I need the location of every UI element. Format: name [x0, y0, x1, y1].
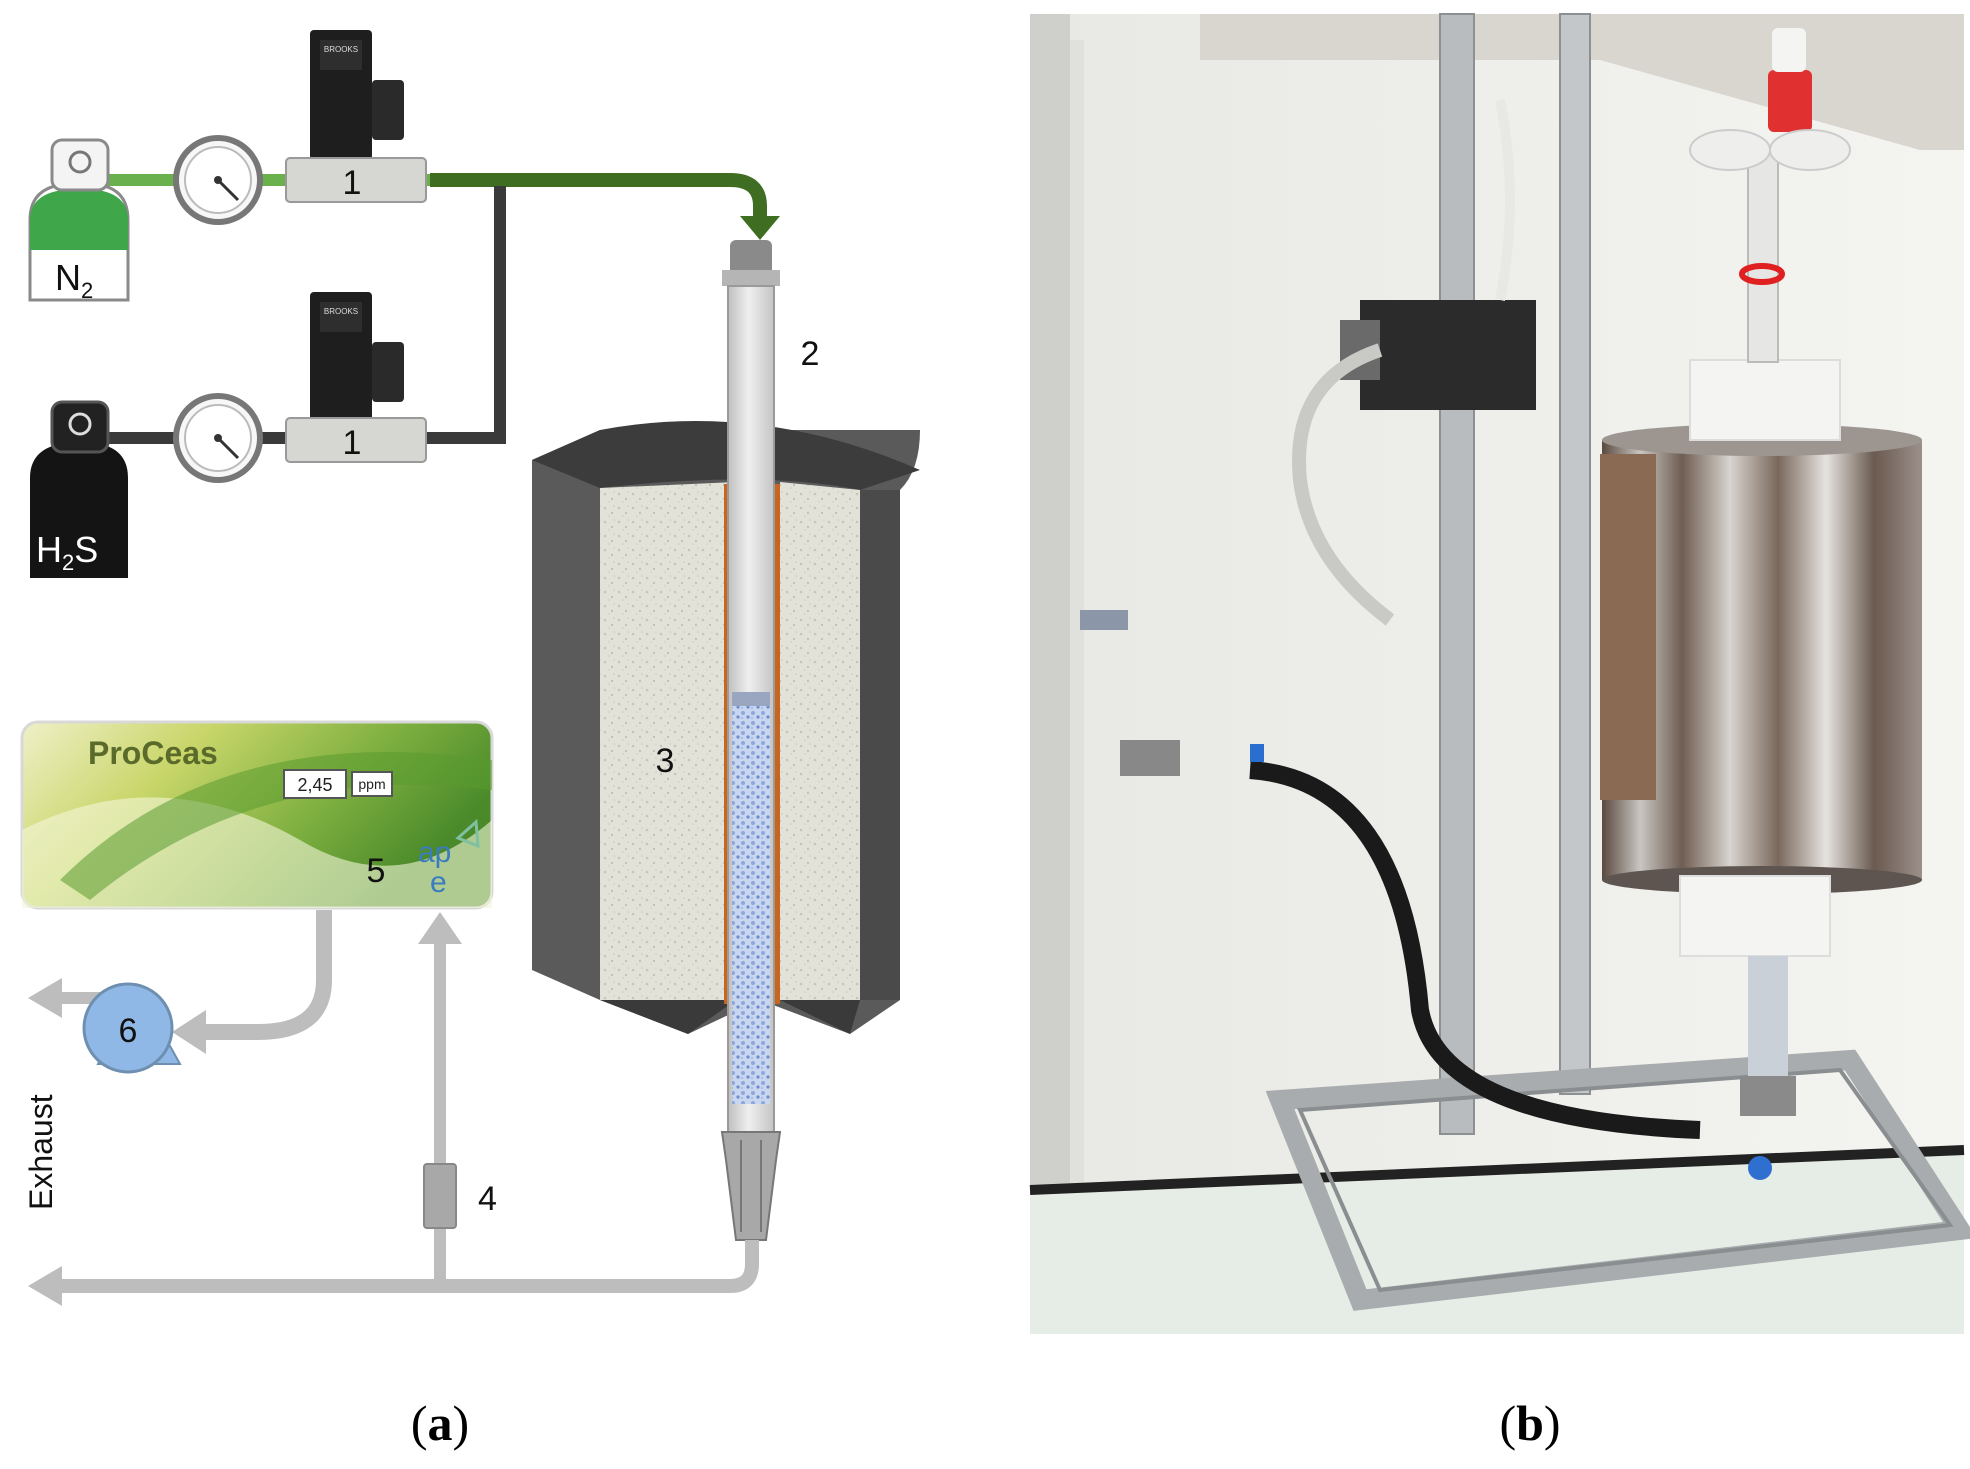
analyzer-logo-bottom: e — [430, 866, 447, 899]
h2s-formula: H2S — [36, 529, 98, 575]
h2s-riser — [430, 186, 506, 444]
analyzer-inlet-arrow — [418, 912, 462, 944]
tube-furnace: 3 — [532, 421, 920, 1034]
mfc-bottom-label: 1 — [343, 424, 362, 462]
n2-pressure-gauge — [173, 135, 263, 225]
mfc-top-label: 1 — [343, 164, 362, 202]
reactor-tube: 2 — [720, 240, 820, 1241]
particle-filter: 4 — [423, 1163, 497, 1229]
analyzer-logo-top: ap — [418, 836, 451, 869]
analyzer-display-unit: ppm — [358, 776, 385, 792]
panel-a-schematic: N2 H2S BROOKS 1 — [20, 30, 920, 1306]
h2s-cylinder: H2S — [30, 400, 128, 578]
reactor-outlet-line — [56, 1240, 759, 1293]
pump-label: 6 — [119, 1012, 138, 1050]
caption-b: (b) — [1499, 1395, 1560, 1451]
exhaust-arrow-top — [28, 978, 62, 1018]
n2-cylinder: N2 — [28, 138, 130, 303]
analyzer-brand: ProCeas — [88, 735, 218, 771]
pump-inlet-arrow — [172, 1010, 206, 1054]
panel-b-photograph — [1029, 13, 1970, 1334]
vacuum-pump: 6 — [82, 982, 182, 1074]
analyzer-label: 5 — [367, 852, 386, 890]
n2-arrow-head — [740, 216, 780, 240]
analyzer-outlet-line — [200, 910, 332, 1040]
gas-analyzer: ProCeas 2,45 ppm ap e 5 — [20, 720, 494, 910]
exhaust-arrow-bottom — [28, 1266, 62, 1306]
mass-flow-controller-top: BROOKS 1 — [285, 30, 427, 203]
exhaust-label: Exhaust — [23, 1094, 59, 1210]
n2-formula: N2 — [55, 257, 93, 303]
svg-text:BROOKS: BROOKS — [324, 45, 358, 54]
filter-label: 4 — [478, 1180, 497, 1218]
analyzer-display-value: 2,45 — [297, 775, 332, 795]
furnace-label: 3 — [656, 742, 675, 780]
mass-flow-controller-bottom: BROOKS 1 — [285, 292, 427, 463]
h2s-pressure-gauge — [173, 393, 263, 483]
svg-text:BROOKS: BROOKS — [324, 307, 358, 316]
reactor-tube-label: 2 — [801, 335, 820, 373]
n2-line-to-reactor — [430, 173, 767, 218]
caption-a: (a) — [411, 1395, 469, 1451]
